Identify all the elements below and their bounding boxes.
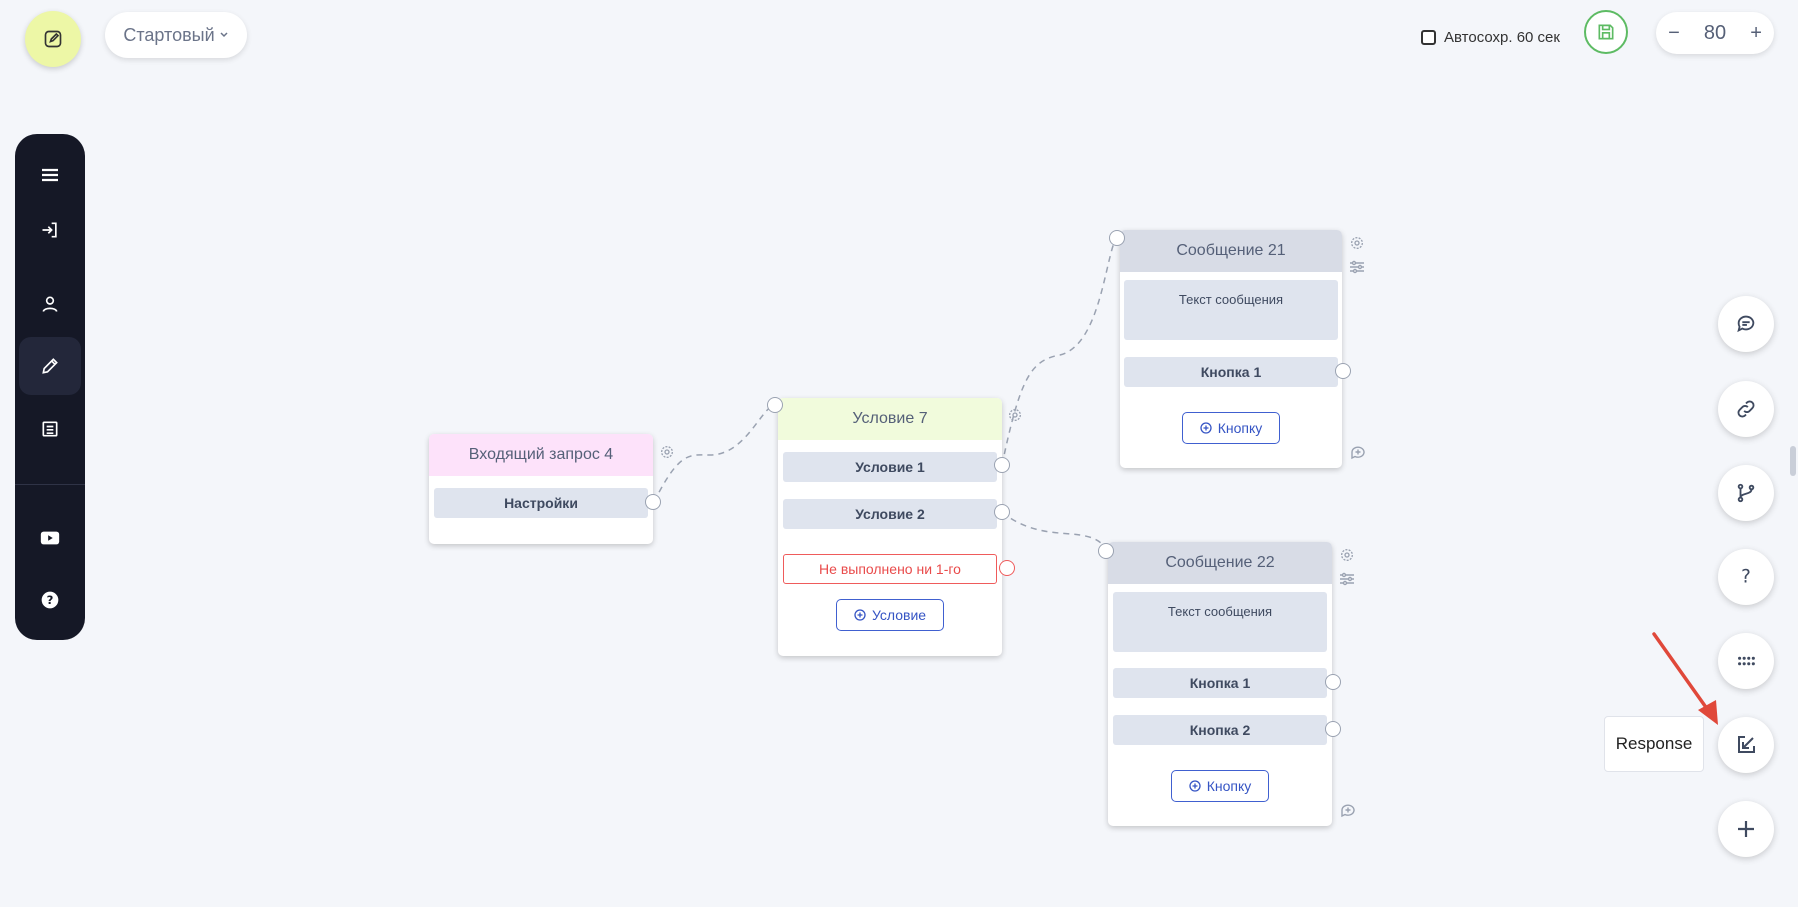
edit-square-icon <box>44 30 62 48</box>
preset-label: Стартовый <box>123 24 215 45</box>
add-condition-button[interactable]: Условие <box>836 599 944 631</box>
add-button-button[interactable]: Кнопку <box>1171 770 1269 802</box>
plus-circle-icon <box>854 609 866 621</box>
node-message-22[interactable]: Сообщение 22 Текст сообщения Кнопка 1 Кн… <box>1108 542 1332 826</box>
youtube-icon <box>40 531 60 545</box>
node-title: Сообщение 22 <box>1108 542 1332 584</box>
comment-add-icon[interactable] <box>1340 802 1356 818</box>
fallback-output-port[interactable] <box>999 560 1015 576</box>
input-port[interactable] <box>767 397 783 413</box>
add-link-button[interactable] <box>1718 381 1774 437</box>
zoom-value: 80 <box>1703 21 1727 44</box>
output-port[interactable] <box>1325 721 1341 737</box>
output-port[interactable] <box>994 457 1010 473</box>
pencil-icon <box>42 358 58 374</box>
gear-icon[interactable] <box>659 444 675 460</box>
chevron-down-icon <box>220 32 228 38</box>
autosave-toggle[interactable]: Автосохр. 60 сек <box>1421 24 1560 50</box>
output-port[interactable] <box>994 504 1010 520</box>
output-port[interactable] <box>645 494 661 510</box>
menu-icon <box>42 168 58 182</box>
node-title: Сообщение 21 <box>1120 230 1342 272</box>
button-row[interactable]: Кнопка 1 <box>1113 668 1327 698</box>
response-icon <box>1738 736 1755 753</box>
link-icon <box>1737 400 1755 418</box>
sliders-icon[interactable] <box>1339 571 1355 587</box>
settings-row[interactable]: Настройки <box>434 488 648 518</box>
user-icon <box>42 296 58 312</box>
zoom-out-button[interactable]: − <box>1668 21 1680 44</box>
add-button-button[interactable]: Кнопку <box>1182 412 1280 444</box>
comment-icon <box>1737 315 1755 333</box>
node-title: Условие 7 <box>778 398 1002 440</box>
edit-mode-button[interactable] <box>25 11 81 67</box>
sidebar-item-help[interactable]: ? <box>19 571 81 629</box>
input-port[interactable] <box>1098 543 1114 559</box>
add-button-label: Кнопку <box>1206 778 1252 794</box>
add-condition-label: Условие <box>871 607 927 623</box>
sidebar-item-table[interactable] <box>19 400 81 458</box>
branch-icon <box>1737 483 1755 503</box>
sidebar-divider <box>15 484 85 485</box>
plus-icon <box>1738 821 1754 837</box>
connection-incoming-condition <box>653 403 776 503</box>
zoom-control: − 80 + <box>1656 12 1774 54</box>
left-sidebar: ? <box>15 134 85 640</box>
comment-add-icon[interactable] <box>1350 444 1366 460</box>
grid-icon <box>1738 656 1755 666</box>
question-icon: ? <box>1741 567 1751 588</box>
plus-circle-icon <box>1189 780 1201 792</box>
add-keyboard-button[interactable] <box>1718 633 1774 689</box>
add-branch-button[interactable] <box>1718 465 1774 521</box>
login-icon <box>42 222 57 238</box>
sidebar-item-menu[interactable] <box>19 146 81 204</box>
add-response-button[interactable] <box>1718 717 1774 773</box>
input-port[interactable] <box>1109 230 1125 246</box>
gear-icon[interactable] <box>1339 547 1355 563</box>
sliders-icon[interactable] <box>1349 259 1365 275</box>
output-port[interactable] <box>1335 363 1351 379</box>
node-condition[interactable]: Условие 7 Условие 1 Условие 2 Не выполне… <box>778 398 1002 656</box>
scrollbar-thumb[interactable] <box>1790 446 1796 476</box>
message-text[interactable]: Текст сообщения <box>1113 592 1327 652</box>
node-message-21[interactable]: Сообщение 21 Текст сообщения Кнопка 1 Кн… <box>1120 230 1342 468</box>
message-text[interactable]: Текст сообщения <box>1124 280 1338 340</box>
button-row[interactable]: Кнопка 2 <box>1113 715 1327 745</box>
autosave-label: Автосохр. 60 сек <box>1444 28 1560 46</box>
fallback-row[interactable]: Не выполнено ни 1-го <box>783 554 997 584</box>
button-row[interactable]: Кнопка 1 <box>1124 357 1338 387</box>
node-title: Входящий запрос 4 <box>429 434 653 476</box>
condition-row[interactable]: Условие 2 <box>783 499 997 529</box>
add-comment-button[interactable] <box>1718 296 1774 352</box>
plus-circle-icon <box>1200 422 1212 434</box>
gear-icon[interactable] <box>1349 235 1365 251</box>
save-button[interactable] <box>1584 10 1628 54</box>
sidebar-item-login[interactable] <box>19 201 81 259</box>
autosave-checkbox[interactable] <box>1421 29 1436 45</box>
output-port[interactable] <box>1325 674 1341 690</box>
svg-text:?: ? <box>47 593 54 607</box>
annotation-arrow-icon <box>1652 632 1718 725</box>
condition-row[interactable]: Условие 1 <box>783 452 997 482</box>
floppy-disk-icon <box>1598 24 1614 40</box>
add-node-button[interactable] <box>1718 801 1774 857</box>
response-tooltip: Response <box>1604 716 1704 772</box>
add-question-button[interactable]: ? <box>1718 549 1774 605</box>
gear-icon[interactable] <box>1007 407 1023 423</box>
connection-condition1-message21 <box>1001 237 1117 466</box>
svg-text:?: ? <box>1741 567 1751 588</box>
sidebar-item-youtube[interactable] <box>19 509 81 567</box>
preset-dropdown[interactable]: Стартовый <box>105 12 247 58</box>
sidebar-item-user[interactable] <box>19 275 81 333</box>
add-button-label: Кнопку <box>1217 420 1263 436</box>
help-icon: ? <box>41 591 59 609</box>
node-incoming-request[interactable]: Входящий запрос 4 Настройки <box>429 434 653 544</box>
connection-condition2-message22 <box>1001 511 1107 551</box>
table-icon <box>42 421 58 437</box>
zoom-in-button[interactable]: + <box>1750 21 1762 44</box>
sidebar-item-editor[interactable] <box>19 337 81 395</box>
